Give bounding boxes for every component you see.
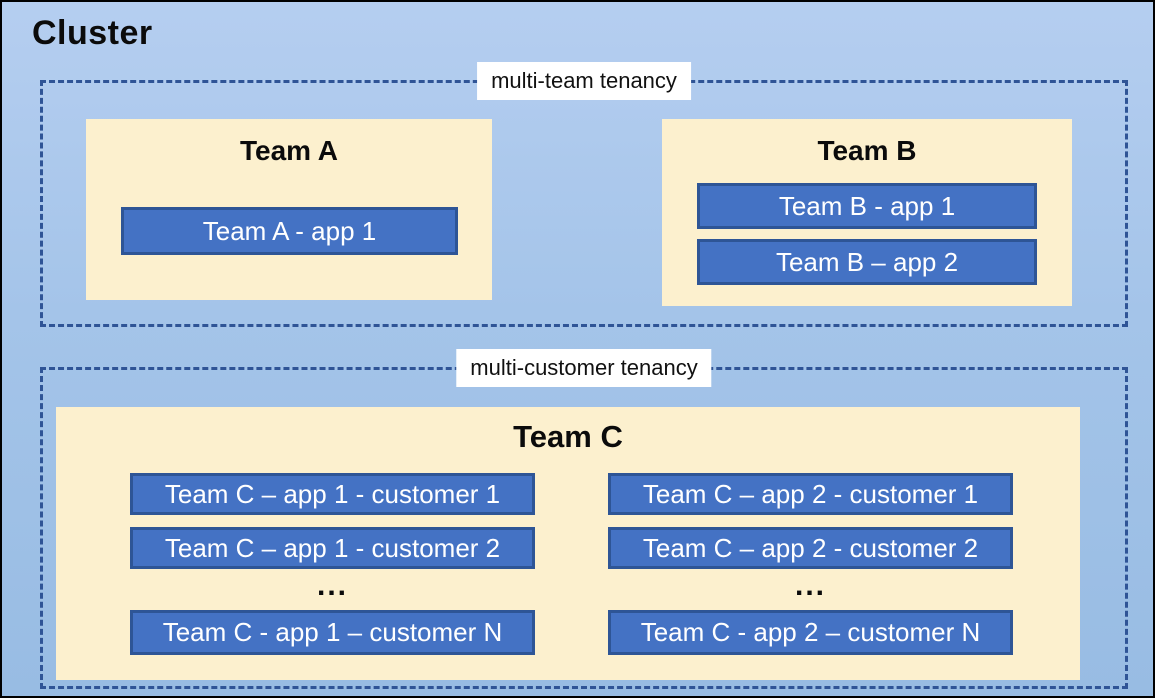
team-c-title: Team C [513, 419, 623, 454]
team-c-box: Team C Team C – app 1 - customer 1 Team … [56, 407, 1080, 680]
team-a-title: Team A [239, 135, 339, 166]
team-a-box: Team A Team A - app 1 [86, 119, 492, 300]
multi-team-tenancy-label: multi-team tenancy [477, 62, 691, 100]
team-b-app-1: Team B - app 1 [697, 183, 1037, 229]
team-c-app1-column: Team C – app 1 - customer 1 Team C – app… [130, 473, 535, 659]
team-b-title: Team B [817, 135, 917, 166]
multi-customer-tenancy-label: multi-customer tenancy [456, 349, 712, 387]
team-c-app2-column: Team C – app 2 - customer 1 Team C – app… [608, 473, 1013, 659]
team-c-app1-customer1: Team C – app 1 - customer 1 [130, 473, 535, 515]
team-a-app-1: Team A - app 1 [121, 207, 458, 255]
team-c-app2-customer2: Team C – app 2 - customer 2 [608, 527, 1013, 569]
team-c-app2-customerN: Team C - app 2 – customer N [608, 610, 1013, 655]
multi-team-tenancy-group: multi-team tenancy Team A Team A - app 1… [40, 62, 1128, 327]
cluster-title: Cluster [32, 14, 153, 52]
team-c-app1-customer2: Team C – app 1 - customer 2 [130, 527, 535, 569]
team-b-box: Team B Team B - app 1 Team B – app 2 [662, 119, 1072, 306]
team-c-app1-ellipsis: ... [316, 569, 348, 602]
team-c-app2-ellipsis: ... [794, 569, 826, 602]
team-c-app1-customerN: Team C - app 1 – customer N [130, 610, 535, 655]
team-b-app-2: Team B – app 2 [697, 239, 1037, 285]
multi-customer-tenancy-group: multi-customer tenancy Team C Team C – a… [40, 349, 1128, 689]
team-c-app2-customer1: Team C – app 2 - customer 1 [608, 473, 1013, 515]
